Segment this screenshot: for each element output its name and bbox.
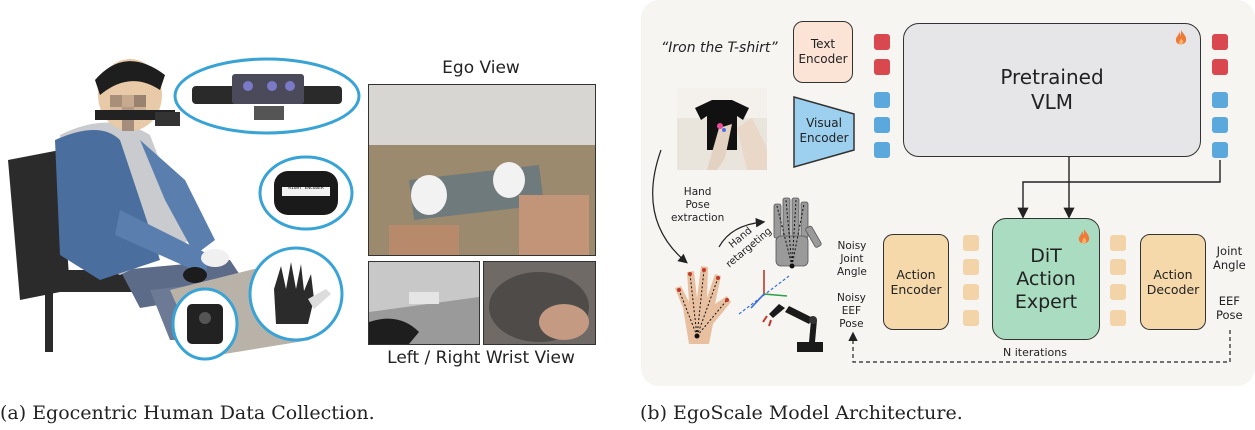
data-collection-panel: RIGHT ENCODER Ego View: [0, 0, 600, 395]
action-in-token-1: [963, 235, 979, 251]
action-encoder-box: Action Encoder: [883, 234, 949, 330]
action-in-token-2: [963, 259, 979, 275]
headset-callout: [172, 56, 362, 136]
joint-angle-label: Joint Angle: [1213, 244, 1246, 272]
glove-callout: [246, 244, 346, 344]
left-wrist-view-image: [368, 261, 480, 345]
ego-view-image: [368, 84, 596, 256]
noisy-eef-pose-label: Noisy EEF Pose: [837, 292, 866, 331]
action-encoder-label: Action Encoder: [890, 267, 941, 297]
action-decoder-label: Action Decoder: [1147, 267, 1200, 297]
action-out-token-1: [1110, 235, 1126, 251]
robot-arm-icon: [761, 296, 831, 356]
flame-icon: [1077, 228, 1091, 246]
wrist-camera-callout: [170, 286, 240, 362]
hand-pose-extraction-label: Hand Pose extraction: [671, 186, 724, 225]
action-out-token-2: [1110, 259, 1126, 275]
eef-pose-label: EEF Pose: [1216, 294, 1243, 322]
caption-a: (a) Egocentric Human Data Collection.: [0, 402, 375, 424]
encoder-sticker-text: RIGHT ENCODER: [283, 186, 329, 192]
action-in-token-4: [963, 310, 979, 326]
noisy-joint-angle-label: Noisy Joint Angle: [837, 240, 867, 279]
action-out-token-3: [1110, 284, 1126, 300]
hand-keypoints-icon: [669, 258, 733, 346]
ego-view-label: Ego View: [368, 58, 594, 78]
encoder-callout: [256, 153, 356, 233]
architecture-panel: “Iron the T-shirt” Text Encoder Visual E…: [641, 0, 1255, 386]
right-wrist-view-image: [483, 261, 596, 345]
dit-label: DiT Action Expert: [1015, 245, 1077, 314]
action-in-token-3: [963, 284, 979, 300]
n-iterations-label: N iterations: [1003, 346, 1067, 359]
caption-b: (b) EgoScale Model Architecture.: [640, 402, 963, 424]
wrist-view-label: Left / Right Wrist View: [366, 348, 596, 368]
action-decoder-box: Action Decoder: [1140, 234, 1206, 330]
action-out-token-4: [1110, 310, 1126, 326]
